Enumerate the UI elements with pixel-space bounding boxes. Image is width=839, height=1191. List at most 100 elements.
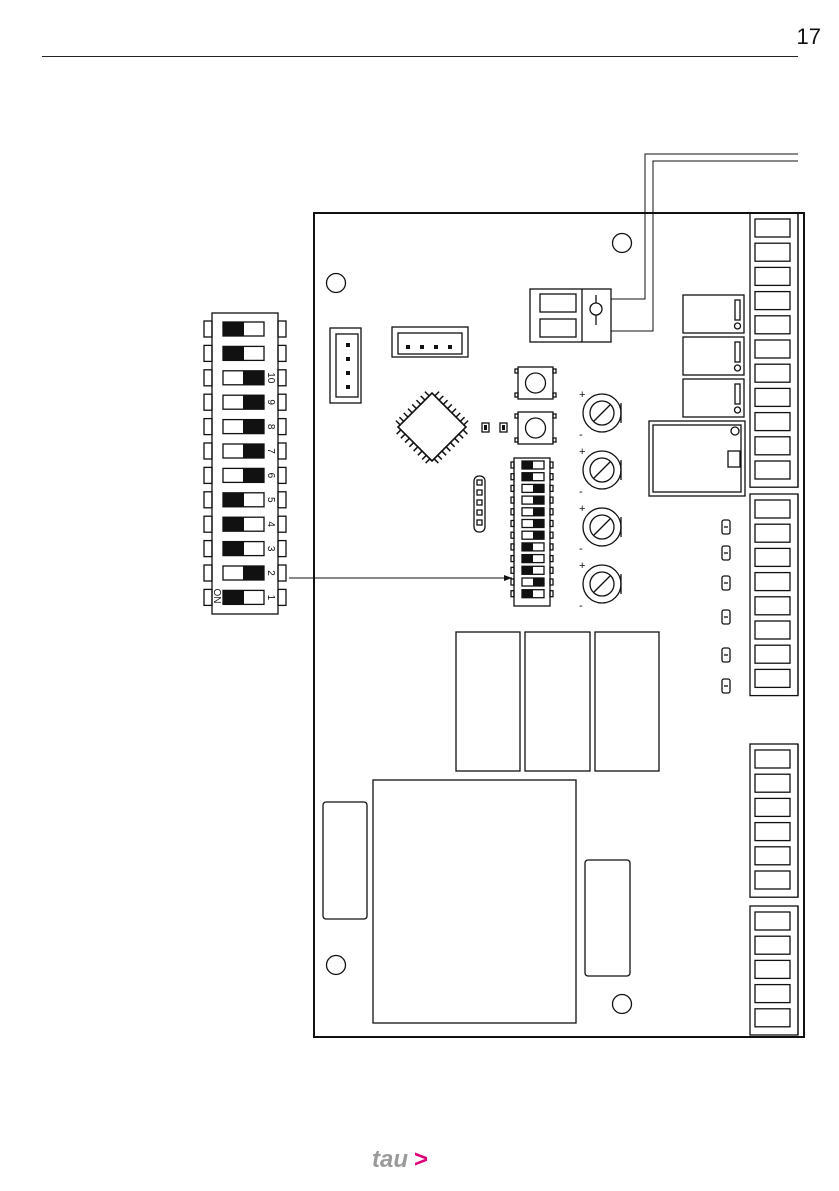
terminal-screw	[755, 871, 790, 889]
dip-switch-lever	[243, 395, 264, 409]
dip-switch-lever	[223, 517, 244, 531]
trimmer-minus-label: -	[579, 486, 583, 498]
dip-switch-position: 4	[204, 516, 286, 532]
dip-switch-position: 2	[204, 565, 286, 581]
terminal-screw	[755, 823, 790, 841]
status-led-column	[722, 520, 730, 693]
onboard-dip-lever	[522, 555, 533, 563]
terminal-screw	[755, 750, 790, 768]
trimmer-minus-label: -	[579, 429, 583, 441]
relay	[683, 295, 744, 333]
trimmer-minus-label: -	[579, 600, 583, 612]
transformer	[373, 780, 576, 1023]
dip-switch-number: 9	[265, 399, 276, 405]
trimmer-plus-label: +	[579, 560, 585, 572]
dip-switch-lever	[243, 371, 264, 385]
terminal-screw	[755, 364, 790, 382]
dip-switch-position: 6	[204, 467, 286, 483]
antenna-connector	[530, 289, 611, 342]
dip-switch-lever	[243, 444, 264, 458]
terminal-block	[750, 494, 798, 696]
trimmer-potentiometer: +-	[579, 560, 621, 612]
terminal-screw	[755, 267, 790, 285]
radio-module	[649, 421, 745, 496]
dip-switch-position: 10	[204, 370, 286, 386]
terminal-screw	[755, 243, 790, 261]
dip-switch-position: 8	[204, 419, 286, 435]
dip-switch-position: 7	[204, 443, 286, 459]
dip-switch-number: 8	[265, 424, 276, 430]
power-relay	[456, 632, 520, 771]
trimmer-potentiometer: +-	[579, 446, 621, 498]
onboard-dip-lever	[533, 508, 544, 516]
dip-switch-on-label: ON	[211, 589, 222, 604]
status-led	[722, 610, 730, 624]
terminal-screw	[755, 524, 790, 542]
onboard-dip-lever	[533, 484, 544, 492]
terminal-screw	[755, 960, 790, 978]
terminal-blocks	[750, 213, 798, 1035]
terminal-screw	[755, 621, 790, 639]
fuse-left	[323, 802, 367, 919]
onboard-dip-lever	[533, 531, 544, 539]
terminal-screw	[755, 1009, 790, 1027]
terminal-block	[750, 744, 798, 897]
tau-logo: tau>	[372, 1146, 428, 1174]
onboard-dip-lever	[522, 461, 533, 469]
dip-switch-lever	[223, 542, 244, 556]
onboard-dip-lever	[533, 520, 544, 528]
terminal-screw	[755, 985, 790, 1003]
connector-vertical	[330, 328, 361, 403]
terminal-screw	[755, 597, 790, 615]
relay	[683, 337, 744, 375]
trimmer-plus-label: +	[579, 503, 585, 515]
dip-switch-number: 10	[265, 372, 276, 384]
power-relay	[595, 632, 659, 771]
terminal-screw	[755, 573, 790, 591]
terminal-screw	[755, 388, 790, 406]
terminal-screw	[755, 936, 790, 954]
dip-switch-position: 5	[204, 492, 286, 508]
terminal-screw	[755, 413, 790, 431]
antenna-wires	[611, 154, 798, 331]
connector-horizontal	[392, 327, 468, 357]
dip-switch-number: 1	[265, 595, 276, 601]
mounting-hole	[327, 274, 346, 293]
terminal-screw	[755, 669, 790, 687]
smd-leds	[482, 423, 507, 432]
terminal-screw	[755, 774, 790, 792]
trimmer-minus-label: -	[579, 543, 583, 555]
terminal-screw	[755, 316, 790, 334]
status-led	[722, 648, 730, 662]
status-led	[722, 546, 730, 560]
dip-switch-position	[204, 345, 286, 361]
dip-switch-lever	[223, 493, 244, 507]
trimmer-group: +-+-+-+-	[579, 389, 621, 612]
pin-header	[474, 476, 485, 532]
dip-switch-position	[204, 321, 286, 337]
mounting-hole	[613, 234, 632, 253]
status-led	[722, 576, 730, 590]
terminal-screw	[755, 219, 790, 237]
microcontroller-chip	[390, 385, 475, 470]
terminal-screw	[755, 437, 790, 455]
power-relay	[525, 632, 590, 771]
push-button	[515, 367, 556, 399]
relay	[683, 379, 744, 417]
terminal-screw	[755, 847, 790, 865]
terminal-block	[750, 213, 798, 487]
dip-switch-lever	[223, 322, 244, 336]
dip-switch-callout: 10 9 8 7 6 5 4 3 2 1 ON	[204, 313, 286, 614]
terminal-screw	[755, 912, 790, 930]
dip-switch-lever	[243, 468, 264, 482]
mounting-hole	[613, 995, 632, 1014]
onboard-dip-lever	[522, 543, 533, 551]
status-led	[722, 679, 730, 693]
dip-switch-number: 7	[265, 448, 276, 454]
dip-switch-number: 3	[265, 546, 276, 552]
onboard-dip-lever	[533, 578, 544, 586]
terminal-screw	[755, 645, 790, 663]
dip-switch-number: 6	[265, 473, 276, 479]
trimmer-plus-label: +	[579, 446, 585, 458]
